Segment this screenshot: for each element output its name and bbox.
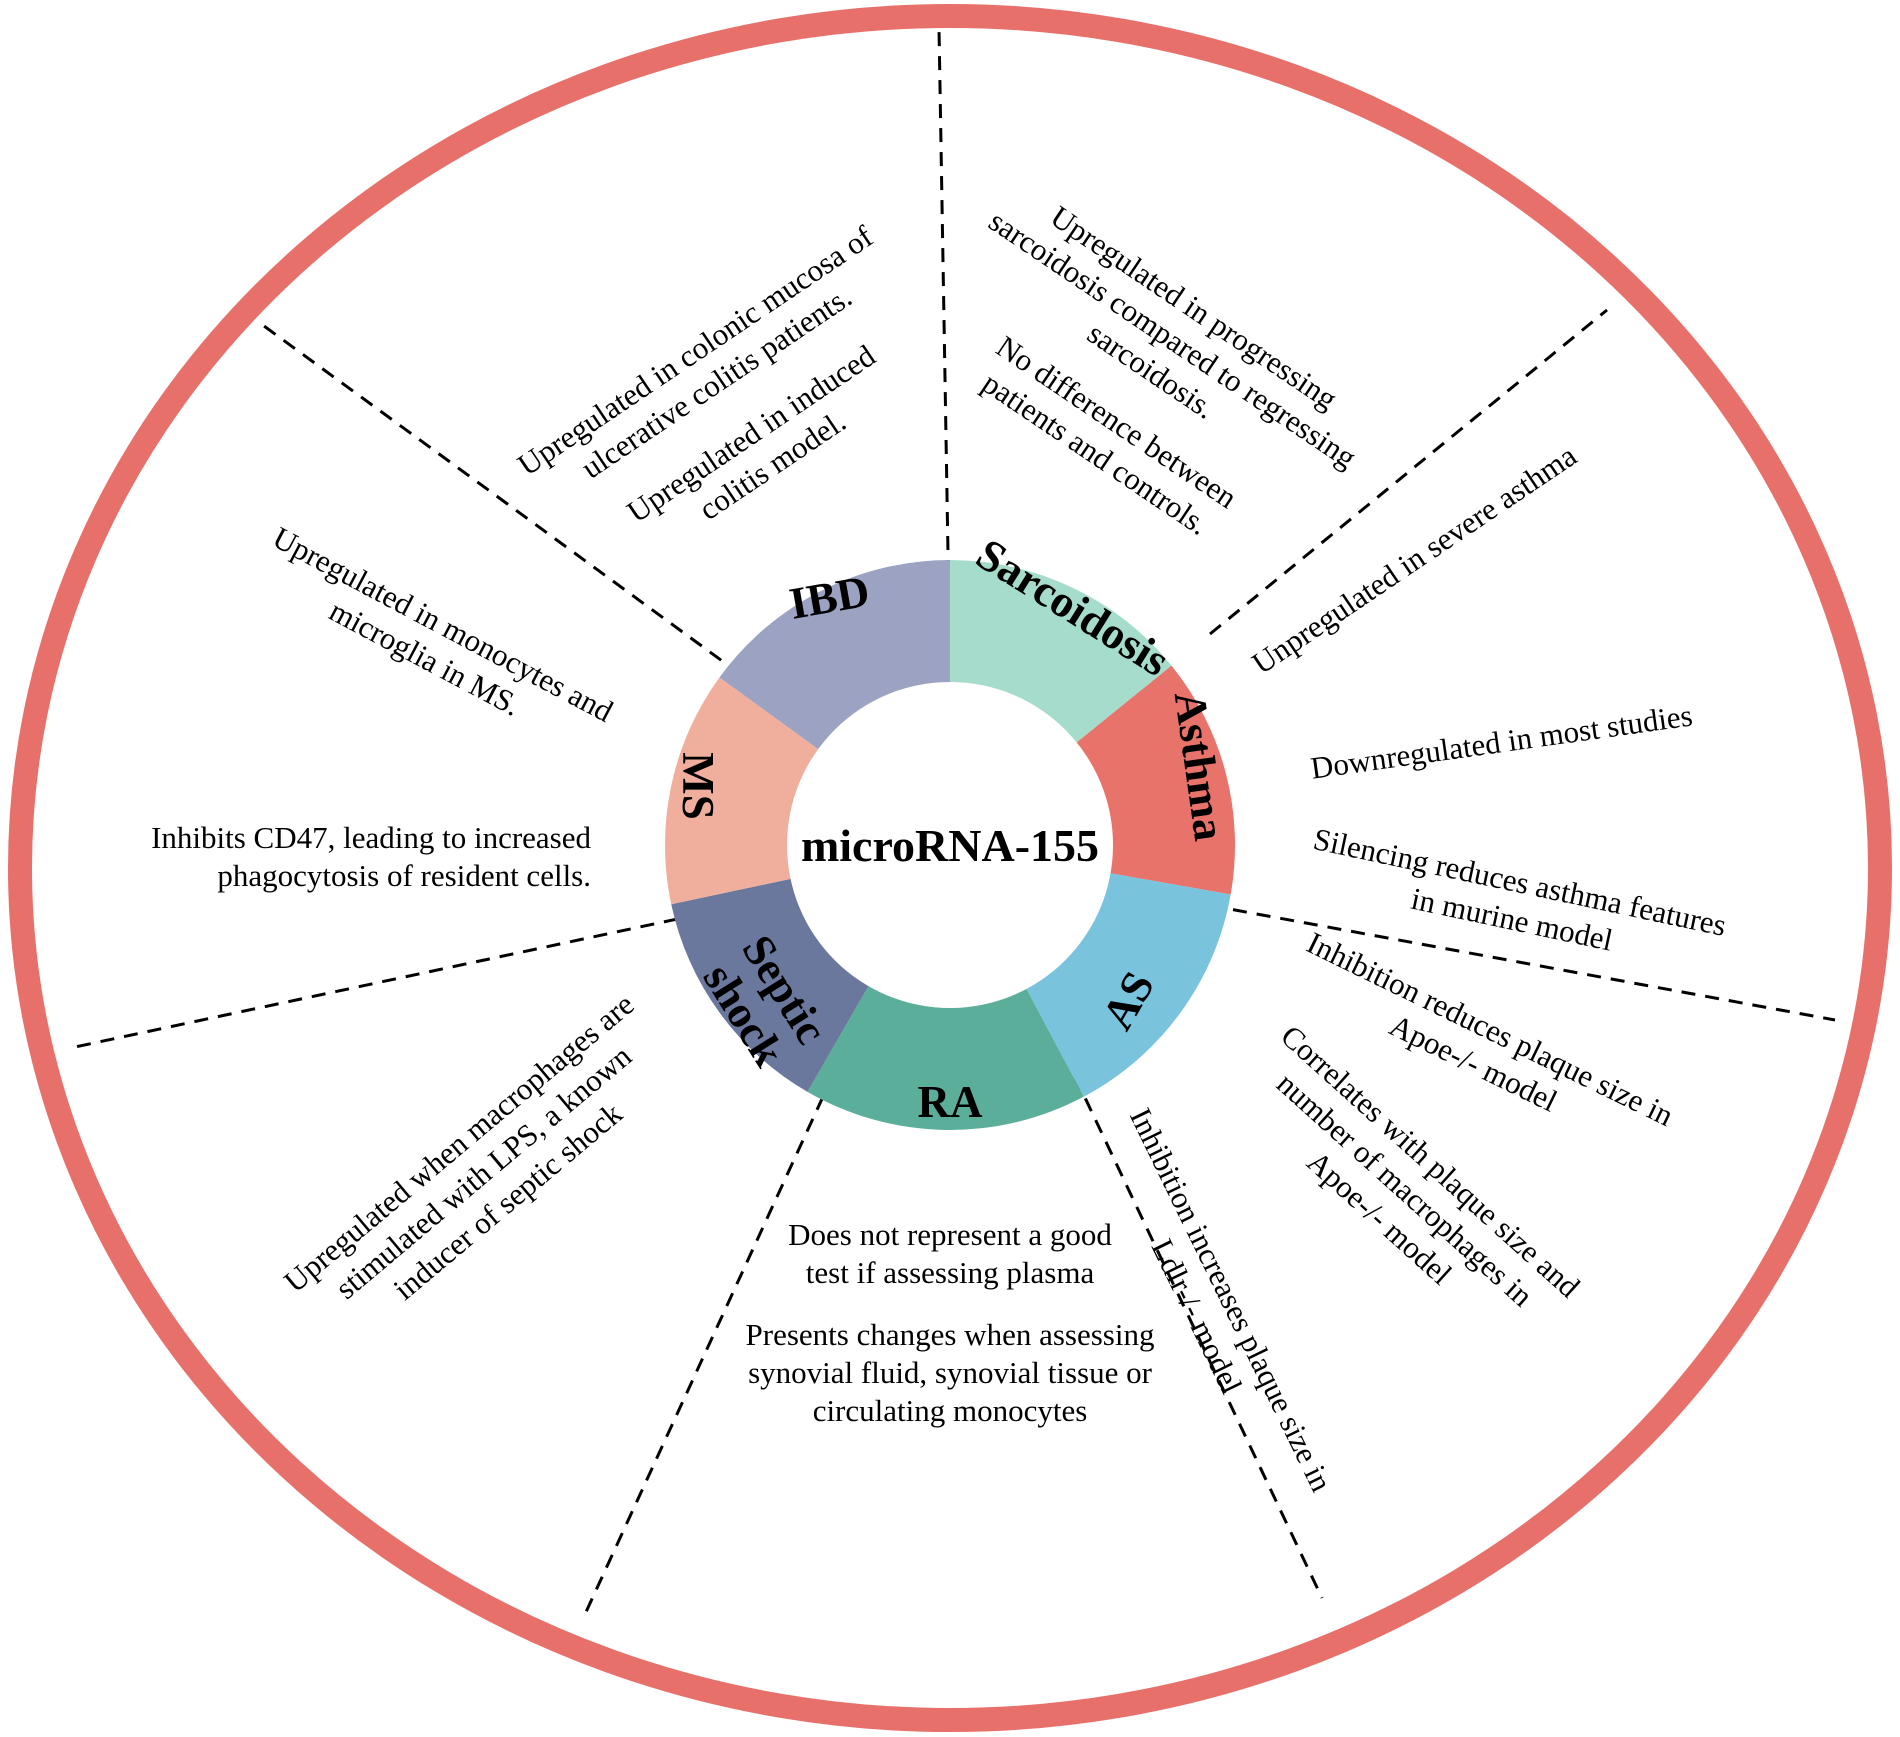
as-note-2: Correlates with plaque size and number o… — [1270, 1018, 1587, 1314]
ms-note-1: Upregulated in monocytes and microglia i… — [267, 520, 619, 729]
outer-ring — [8, 4, 1892, 1732]
sector-asthma — [1072, 665, 1235, 895]
sector-as — [1024, 872, 1231, 1097]
ra-note-2-line-2: synovial fluid, synovial tissue or — [748, 1355, 1153, 1390]
ra-note-2-line-3: circulating monocytes — [813, 1393, 1088, 1428]
sector-septic-shock — [671, 877, 871, 1092]
asthma-note-2: Downregulated in most studies — [1309, 697, 1695, 785]
ra-note-1-line-1: Does not represent a good — [788, 1217, 1112, 1252]
as-note-3: Inhibition increases plaque size in Ldlr… — [1123, 1102, 1340, 1497]
sector-ms — [665, 677, 823, 905]
ra-notes: Does not represent a good test if assess… — [746, 1217, 1155, 1428]
ra-note-1-line-2: test if assessing plasma — [806, 1255, 1095, 1290]
center-label: microRNA-155 — [801, 820, 1099, 871]
ms-note-2-line-2: phagocytosis of resident cells. — [217, 858, 591, 893]
asthma-note-1: Unpregulated in severe asthma — [1246, 438, 1583, 681]
septic-note-line-2: stimulated with LPS, a known — [329, 1038, 639, 1306]
ra-note-2-line-1: Presents changes when assessing — [746, 1317, 1155, 1352]
sector-dividers — [74, 27, 1836, 1613]
ms-note-1-line-1: Upregulated in monocytes and — [267, 520, 619, 729]
sector-ring — [665, 560, 1235, 1130]
divider-as-ra — [1032, 989, 1324, 1599]
sarcoidosis-notes: Upregulated in progressing sarcoidosis c… — [976, 199, 1363, 542]
sector-ibd — [719, 560, 950, 753]
sector-sarcoidosis — [950, 560, 1172, 746]
divider-ra-septic — [584, 987, 875, 1613]
ms-note-2-line-1: Inhibits CD47, leading to increased — [151, 820, 591, 855]
sector-ra — [807, 981, 1084, 1130]
divider-asthma-as — [1114, 886, 1836, 1022]
divider-ms-ibd — [263, 324, 819, 733]
ibd-notes: Upregulated in colonic mucosa of ulcerat… — [511, 218, 882, 529]
divider-sarcoidosis-asthma — [1209, 308, 1608, 636]
center-hole — [787, 682, 1113, 1008]
ms-note-2: Inhibits CD47, leading to increased phag… — [151, 820, 591, 893]
sector-label-ra: RA — [918, 1077, 983, 1127]
as-note-2-line-2: number of macrophages in — [1270, 1066, 1540, 1314]
sector-label-ms: MS — [673, 752, 723, 820]
septic-shock-notes: Upregulated when macrophages are stimula… — [277, 986, 640, 1306]
